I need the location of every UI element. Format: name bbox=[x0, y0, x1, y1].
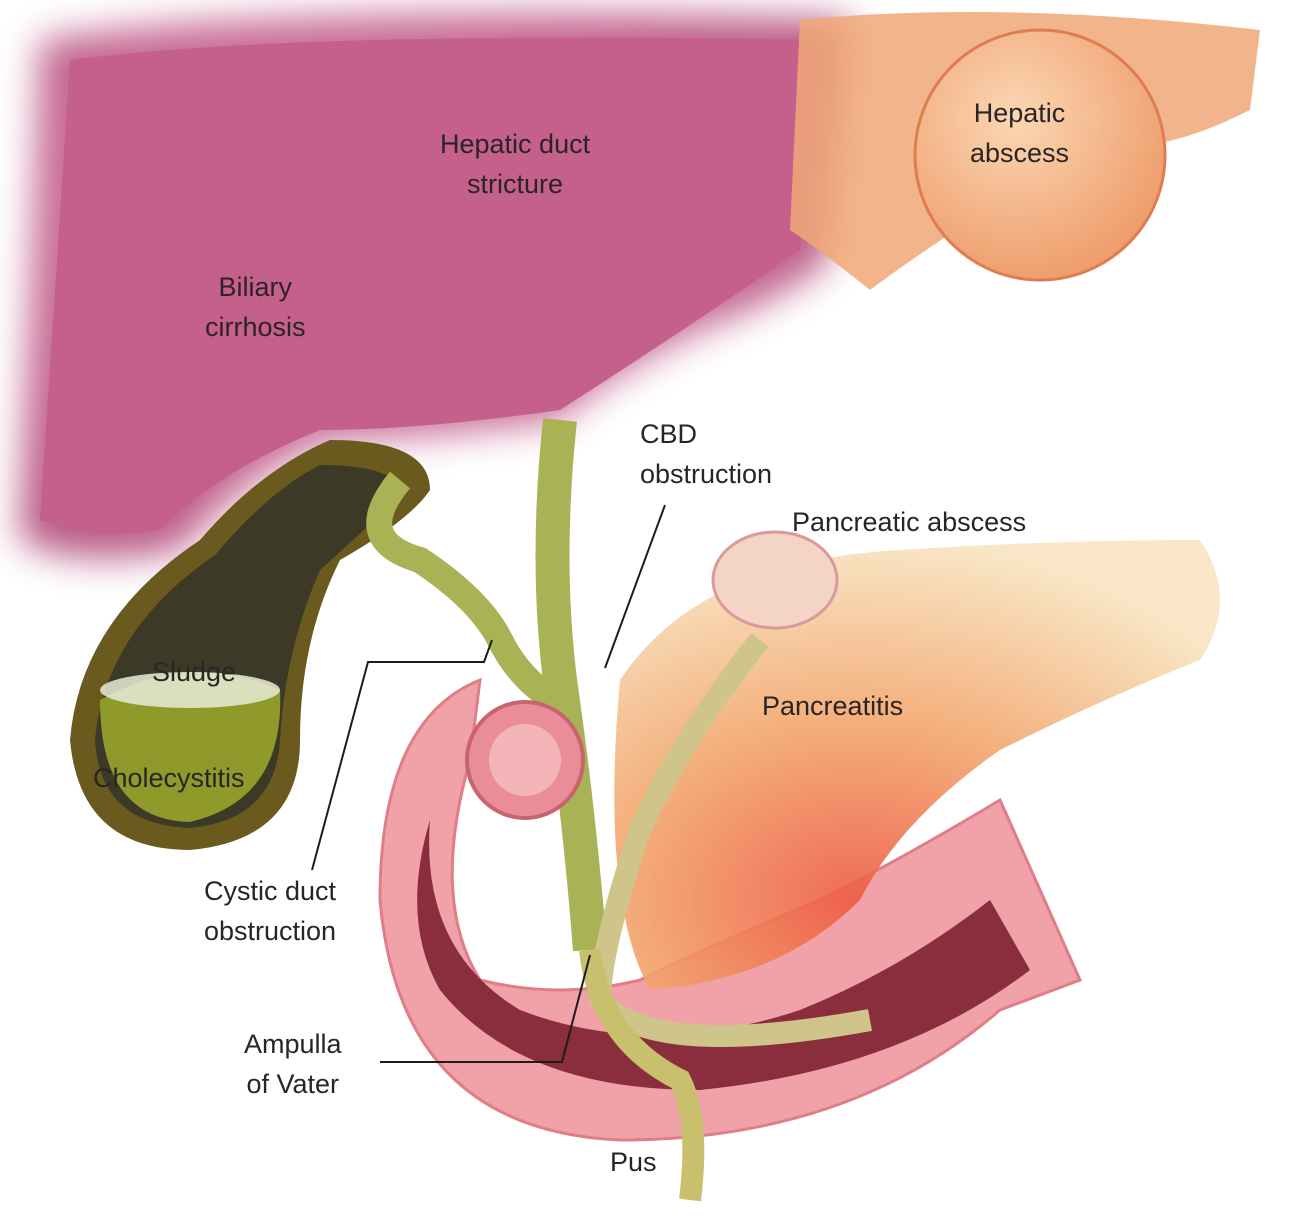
cystic-duct-leader-line bbox=[311, 639, 493, 871]
label-pancreatitis: Pancreatitis bbox=[762, 691, 904, 721]
label-pus: Pus bbox=[610, 1147, 657, 1177]
label-hepatic-abscess: Hepatic abscess bbox=[970, 98, 1070, 168]
common-bile-duct bbox=[535, 418, 607, 952]
pus bbox=[579, 948, 705, 1202]
label-ampulla-of-vater: Ampulla of Vater bbox=[244, 1029, 342, 1099]
ampulla-leader-line bbox=[380, 954, 591, 1063]
pancreas bbox=[614, 540, 1220, 990]
label-biliary-cirrhosis: Biliary cirrhosis bbox=[205, 272, 306, 342]
label-pancreatic-abscess: Pancreatic abscess bbox=[792, 507, 1027, 537]
sludge bbox=[100, 672, 281, 822]
pancreatic-duct bbox=[588, 633, 872, 1047]
label-cbd-obstruction: CBD obstruction bbox=[640, 419, 773, 489]
label-cholecystitis: Cholecystitis bbox=[93, 763, 245, 793]
hepatic-abscess bbox=[913, 28, 1167, 282]
pancreatic-abscess bbox=[711, 530, 839, 630]
cystic-duct bbox=[366, 471, 562, 712]
cbd-leader-line bbox=[604, 504, 666, 669]
label-hepatic-duct-stricture: Hepatic duct stricture bbox=[440, 129, 591, 199]
label-sludge: Sludge bbox=[152, 657, 237, 687]
label-cystic-duct-obstruction: Cystic duct obstruction bbox=[204, 876, 337, 946]
